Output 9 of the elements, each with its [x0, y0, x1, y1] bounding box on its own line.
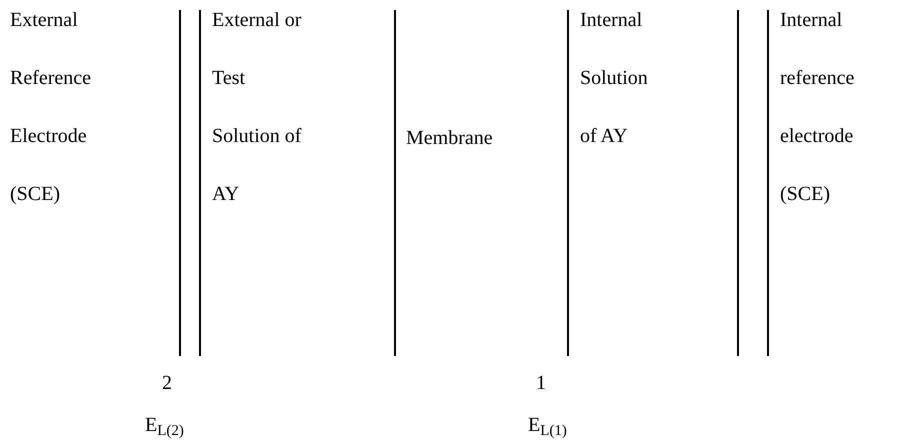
junction-number: 1: [536, 372, 546, 394]
column-label: External or Test Solution of AY: [212, 0, 312, 223]
column-label: Internal reference electrode (SCE): [780, 0, 872, 223]
junction-potential-label: E$_{L(1)}$: [528, 414, 567, 436]
column-label: Membrane: [406, 109, 556, 167]
junction-number: 2: [162, 372, 172, 394]
column-label: Internal Solution of AY: [580, 0, 665, 165]
column-label: External Reference Electrode (SCE): [10, 0, 110, 223]
junction-potential-label: E$_{L(2)}$: [145, 414, 184, 436]
